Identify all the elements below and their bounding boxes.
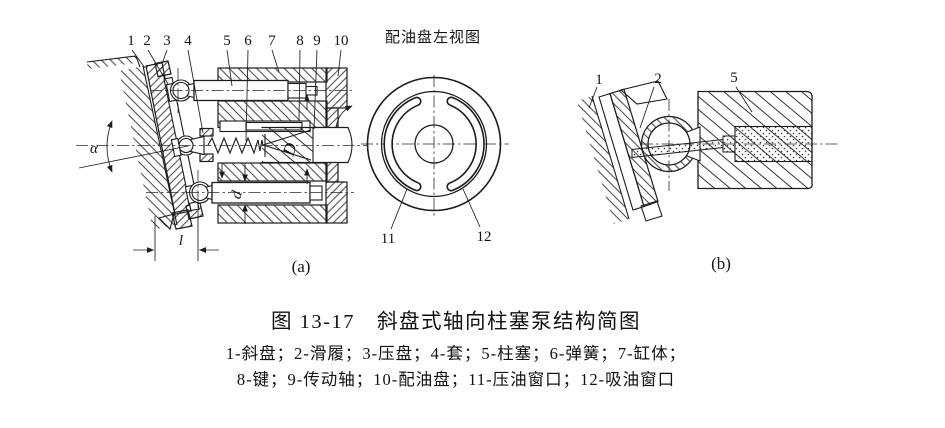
figure-legend-line-2: 8-键；9-传动轴；10-配油盘；11-压油窗口；12-吸油窗口 xyxy=(236,370,676,389)
oil-passage-b xyxy=(631,138,724,159)
sleeve xyxy=(199,127,214,163)
view-a-cross-section: d D α l xyxy=(76,33,368,276)
piston-bottom xyxy=(184,181,323,205)
flow-arrows xyxy=(219,94,310,184)
slipper-top-wedge xyxy=(619,80,668,105)
swash-angle-alpha: α xyxy=(78,120,189,173)
callouts-a: 1 2 3 4 5 6 7 8 9 10 xyxy=(127,33,349,142)
spring xyxy=(207,136,264,155)
callout-6: 6 xyxy=(244,33,252,49)
view-a-label: (a) xyxy=(292,257,311,276)
callout-2: 2 xyxy=(143,33,151,49)
callout-b-1: 1 xyxy=(595,72,603,88)
drive-shaft xyxy=(261,126,353,164)
valve-plate-hub-circle xyxy=(414,124,454,164)
callout-8: 8 xyxy=(296,33,304,49)
centerlines-b xyxy=(641,99,838,191)
dim-label-alpha: α xyxy=(90,141,99,157)
swash-plate-bottom-end xyxy=(171,209,193,230)
callout-b-2: 2 xyxy=(654,71,662,87)
dimension-l: l xyxy=(133,214,219,261)
centerlines-a xyxy=(76,68,368,214)
callout-10: 10 xyxy=(334,33,349,49)
callout-5: 5 xyxy=(223,33,231,49)
retainer-plate-top-block xyxy=(154,60,172,78)
valve-plate-inner-circle xyxy=(380,90,488,198)
slipper-pad-middle xyxy=(170,137,182,158)
callout-b-5: 5 xyxy=(730,70,738,86)
kidney-slot-pressure-port xyxy=(383,96,422,192)
valve-plate-outer-circle xyxy=(366,76,502,212)
swash-plate-bottom-tip xyxy=(157,213,175,231)
callout-9: 9 xyxy=(313,33,321,49)
valve-plate-left-view: 配油盘左视图 11 12 xyxy=(361,28,509,247)
rotation-arrow xyxy=(335,105,353,129)
callout-3: 3 xyxy=(163,33,171,49)
callout-11: 11 xyxy=(381,231,395,247)
figure-legend-line-1: 1-斜盘；2-滑履；3-压盘；4-套；5-柱塞；6-弹簧；7-缸体； xyxy=(225,344,687,363)
slipper-base xyxy=(609,88,659,208)
valve-plate-view-title: 配油盘左视图 xyxy=(385,28,481,46)
figure-title: 图 13-17 斜盘式轴向柱塞泵结构简图 xyxy=(271,311,641,333)
callout-1: 1 xyxy=(127,33,135,49)
callout-7: 7 xyxy=(268,33,276,49)
slipper-bottom-foot xyxy=(640,200,663,222)
dimension-d: d xyxy=(228,163,248,224)
kidney-slot-suction-port xyxy=(446,96,485,192)
callout-4: 4 xyxy=(184,33,192,49)
swash-plate-wall-b xyxy=(577,95,630,224)
dim-label-l: l xyxy=(179,233,183,249)
view-b-slipper-detail: 1 2 5 (b) xyxy=(577,70,838,273)
pump-diagram-svg: d D α l xyxy=(76,28,838,276)
dim-label-d: d xyxy=(228,189,246,201)
view-b-label: (b) xyxy=(711,254,731,273)
figure-caption: 图 13-17 斜盘式轴向柱塞泵结构简图 1-斜盘；2-滑履；3-压盘；4-套；… xyxy=(0,304,912,393)
callout-12: 12 xyxy=(477,229,492,245)
callouts-b: 1 2 5 xyxy=(588,70,753,129)
shaft-break-line xyxy=(347,127,353,163)
